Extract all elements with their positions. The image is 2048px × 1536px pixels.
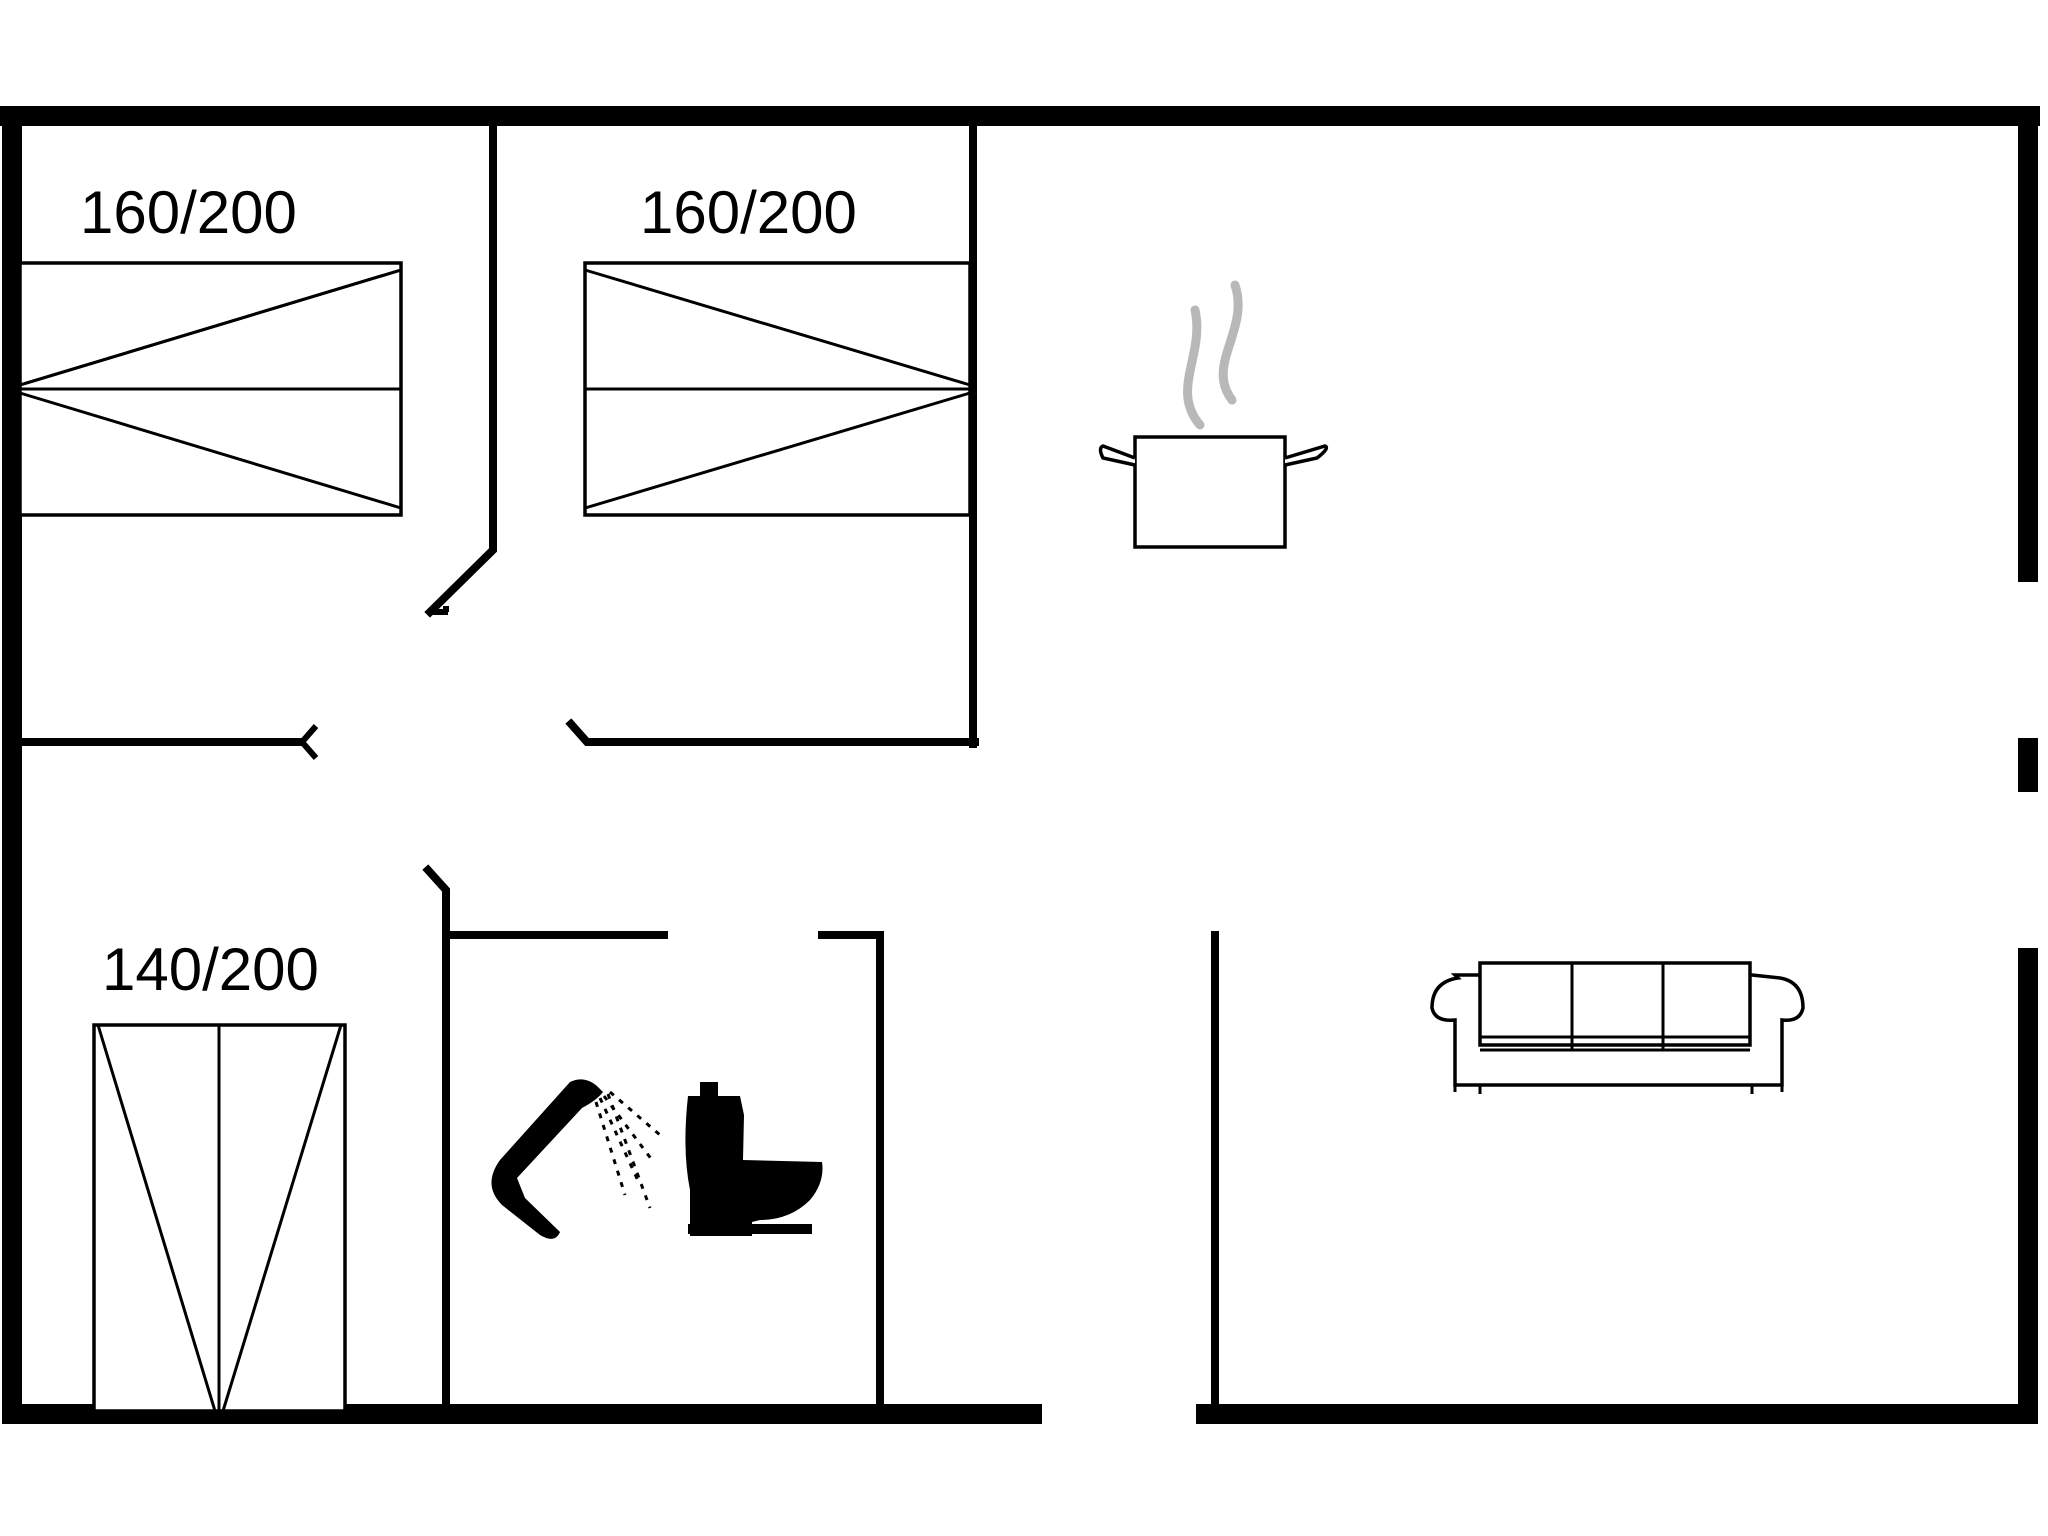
bed-size-label-3: 140/200: [102, 936, 319, 1003]
bed-size-label-2: 160/200: [640, 179, 857, 246]
shower-icon: [491, 1079, 661, 1239]
bed-double-1: [18, 261, 403, 517]
outer-walls: [0, 106, 2040, 1424]
interior-walls: [16, 120, 1219, 1410]
bed-double-2: [583, 261, 972, 517]
sofa-icon: [1430, 961, 1805, 1094]
bed-double-3: [92, 1023, 347, 1413]
bed-size-label-1: 160/200: [80, 179, 297, 246]
toilet-icon: [685, 1082, 823, 1236]
pot-steam-icon: [1098, 280, 1329, 549]
